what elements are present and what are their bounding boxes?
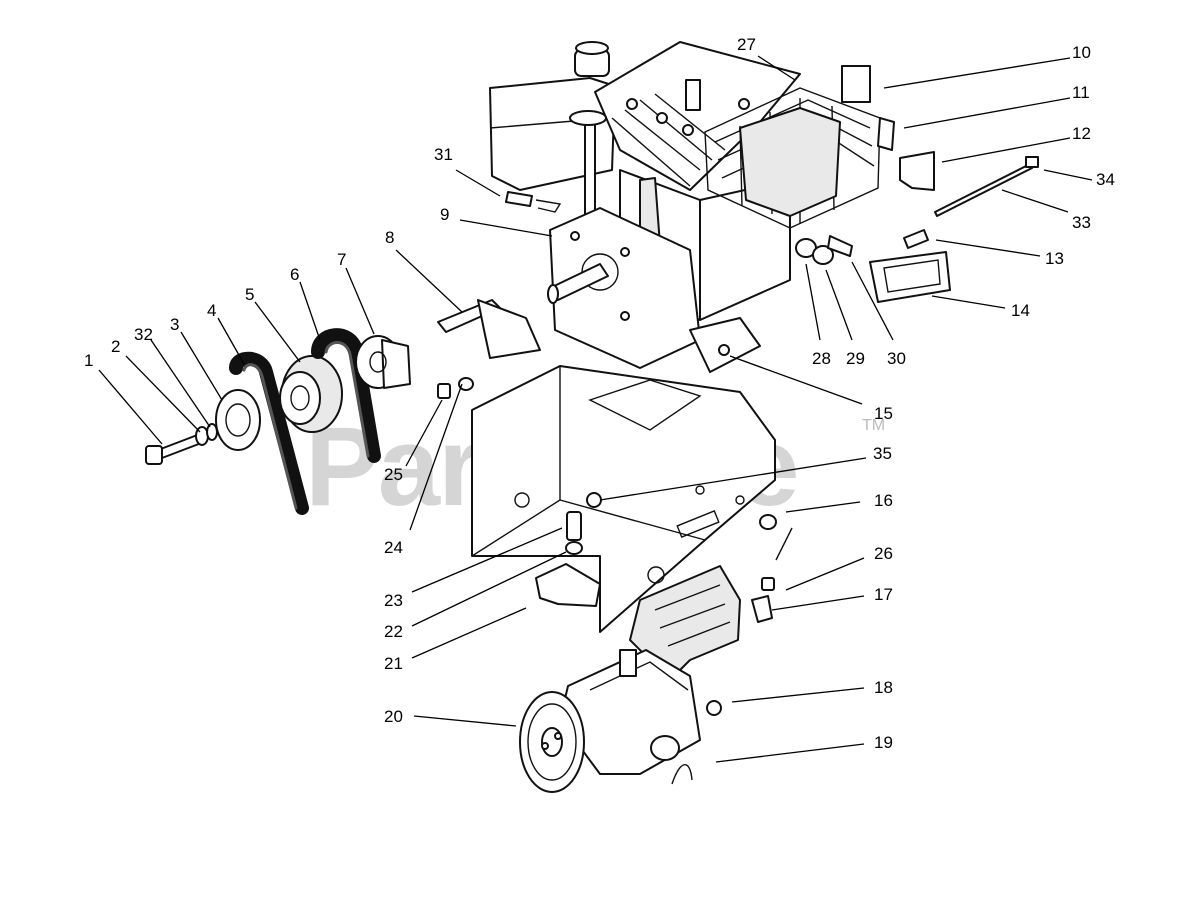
callout-21[interactable]: 21 [384, 654, 403, 673]
bolt-23 [566, 511, 582, 541]
callout-24[interactable]: 24 [384, 538, 403, 557]
plate-14 [869, 251, 951, 303]
callout-28[interactable]: 28 [812, 349, 831, 368]
callout-15[interactable]: 15 [874, 404, 893, 423]
callout-7[interactable]: 7 [337, 250, 346, 269]
wire-26 [775, 527, 793, 561]
callout-14[interactable]: 14 [1011, 301, 1030, 320]
callout-23[interactable]: 23 [384, 591, 403, 610]
callout-3[interactable]: 3 [170, 315, 179, 334]
callout-33[interactable]: 33 [1072, 213, 1091, 232]
rod-33 [934, 163, 1033, 217]
callout-32[interactable]: 32 [134, 325, 153, 344]
leader-lines [98, 55, 1093, 763]
decal-12 [899, 151, 935, 191]
callout-6[interactable]: 6 [290, 265, 299, 284]
callout-34[interactable]: 34 [1096, 170, 1115, 189]
hose-19 [671, 764, 693, 785]
callout-13[interactable]: 13 [1045, 249, 1064, 268]
callout-4[interactable]: 4 [207, 301, 216, 320]
callout-8[interactable]: 8 [385, 228, 394, 247]
decal-11 [877, 117, 895, 151]
callout-30[interactable]: 30 [887, 349, 906, 368]
callout-18[interactable]: 18 [874, 678, 893, 697]
callout-12[interactable]: 12 [1072, 124, 1091, 143]
callout-labels: 1 2 32 3 4 5 6 7 8 9 31 27 10 11 12 34 3… [84, 35, 1115, 752]
callout-1[interactable]: 1 [84, 351, 93, 370]
bolt-30 [827, 235, 853, 257]
callout-26[interactable]: 26 [874, 544, 893, 563]
callout-17[interactable]: 17 [874, 585, 893, 604]
callout-19[interactable]: 19 [874, 733, 893, 752]
bolt-13 [903, 229, 929, 249]
callout-10[interactable]: 10 [1072, 43, 1091, 62]
bracket-21 [535, 563, 601, 607]
callout-35[interactable]: 35 [873, 444, 892, 463]
fitting-17 [751, 595, 773, 623]
watermark-tm: TM [862, 417, 885, 434]
callout-27[interactable]: 27 [737, 35, 756, 54]
callout-25[interactable]: 25 [384, 465, 403, 484]
callout-16[interactable]: 16 [874, 491, 893, 510]
bolt-16 [759, 514, 777, 530]
callout-31[interactable]: 31 [434, 145, 453, 164]
washer-22 [565, 541, 583, 555]
callout-29[interactable]: 29 [846, 349, 865, 368]
washer-24 [458, 377, 474, 391]
callout-5[interactable]: 5 [245, 285, 254, 304]
washer-29 [812, 245, 834, 265]
knob-34 [1025, 156, 1039, 168]
decal-10 [841, 65, 871, 103]
callout-20[interactable]: 20 [384, 707, 403, 726]
pulley-stack [145, 328, 411, 515]
gearbox-assembly [519, 649, 701, 793]
callout-2[interactable]: 2 [111, 337, 120, 356]
nut-18 [706, 700, 722, 716]
callout-22[interactable]: 22 [384, 622, 403, 641]
engine-assembly [489, 41, 881, 373]
screw-25 [437, 383, 451, 399]
callout-9[interactable]: 9 [440, 205, 449, 224]
callout-11[interactable]: 11 [1072, 83, 1090, 102]
frame-housing [471, 365, 776, 633]
chute-cover [629, 565, 741, 681]
key-31 [505, 191, 533, 207]
